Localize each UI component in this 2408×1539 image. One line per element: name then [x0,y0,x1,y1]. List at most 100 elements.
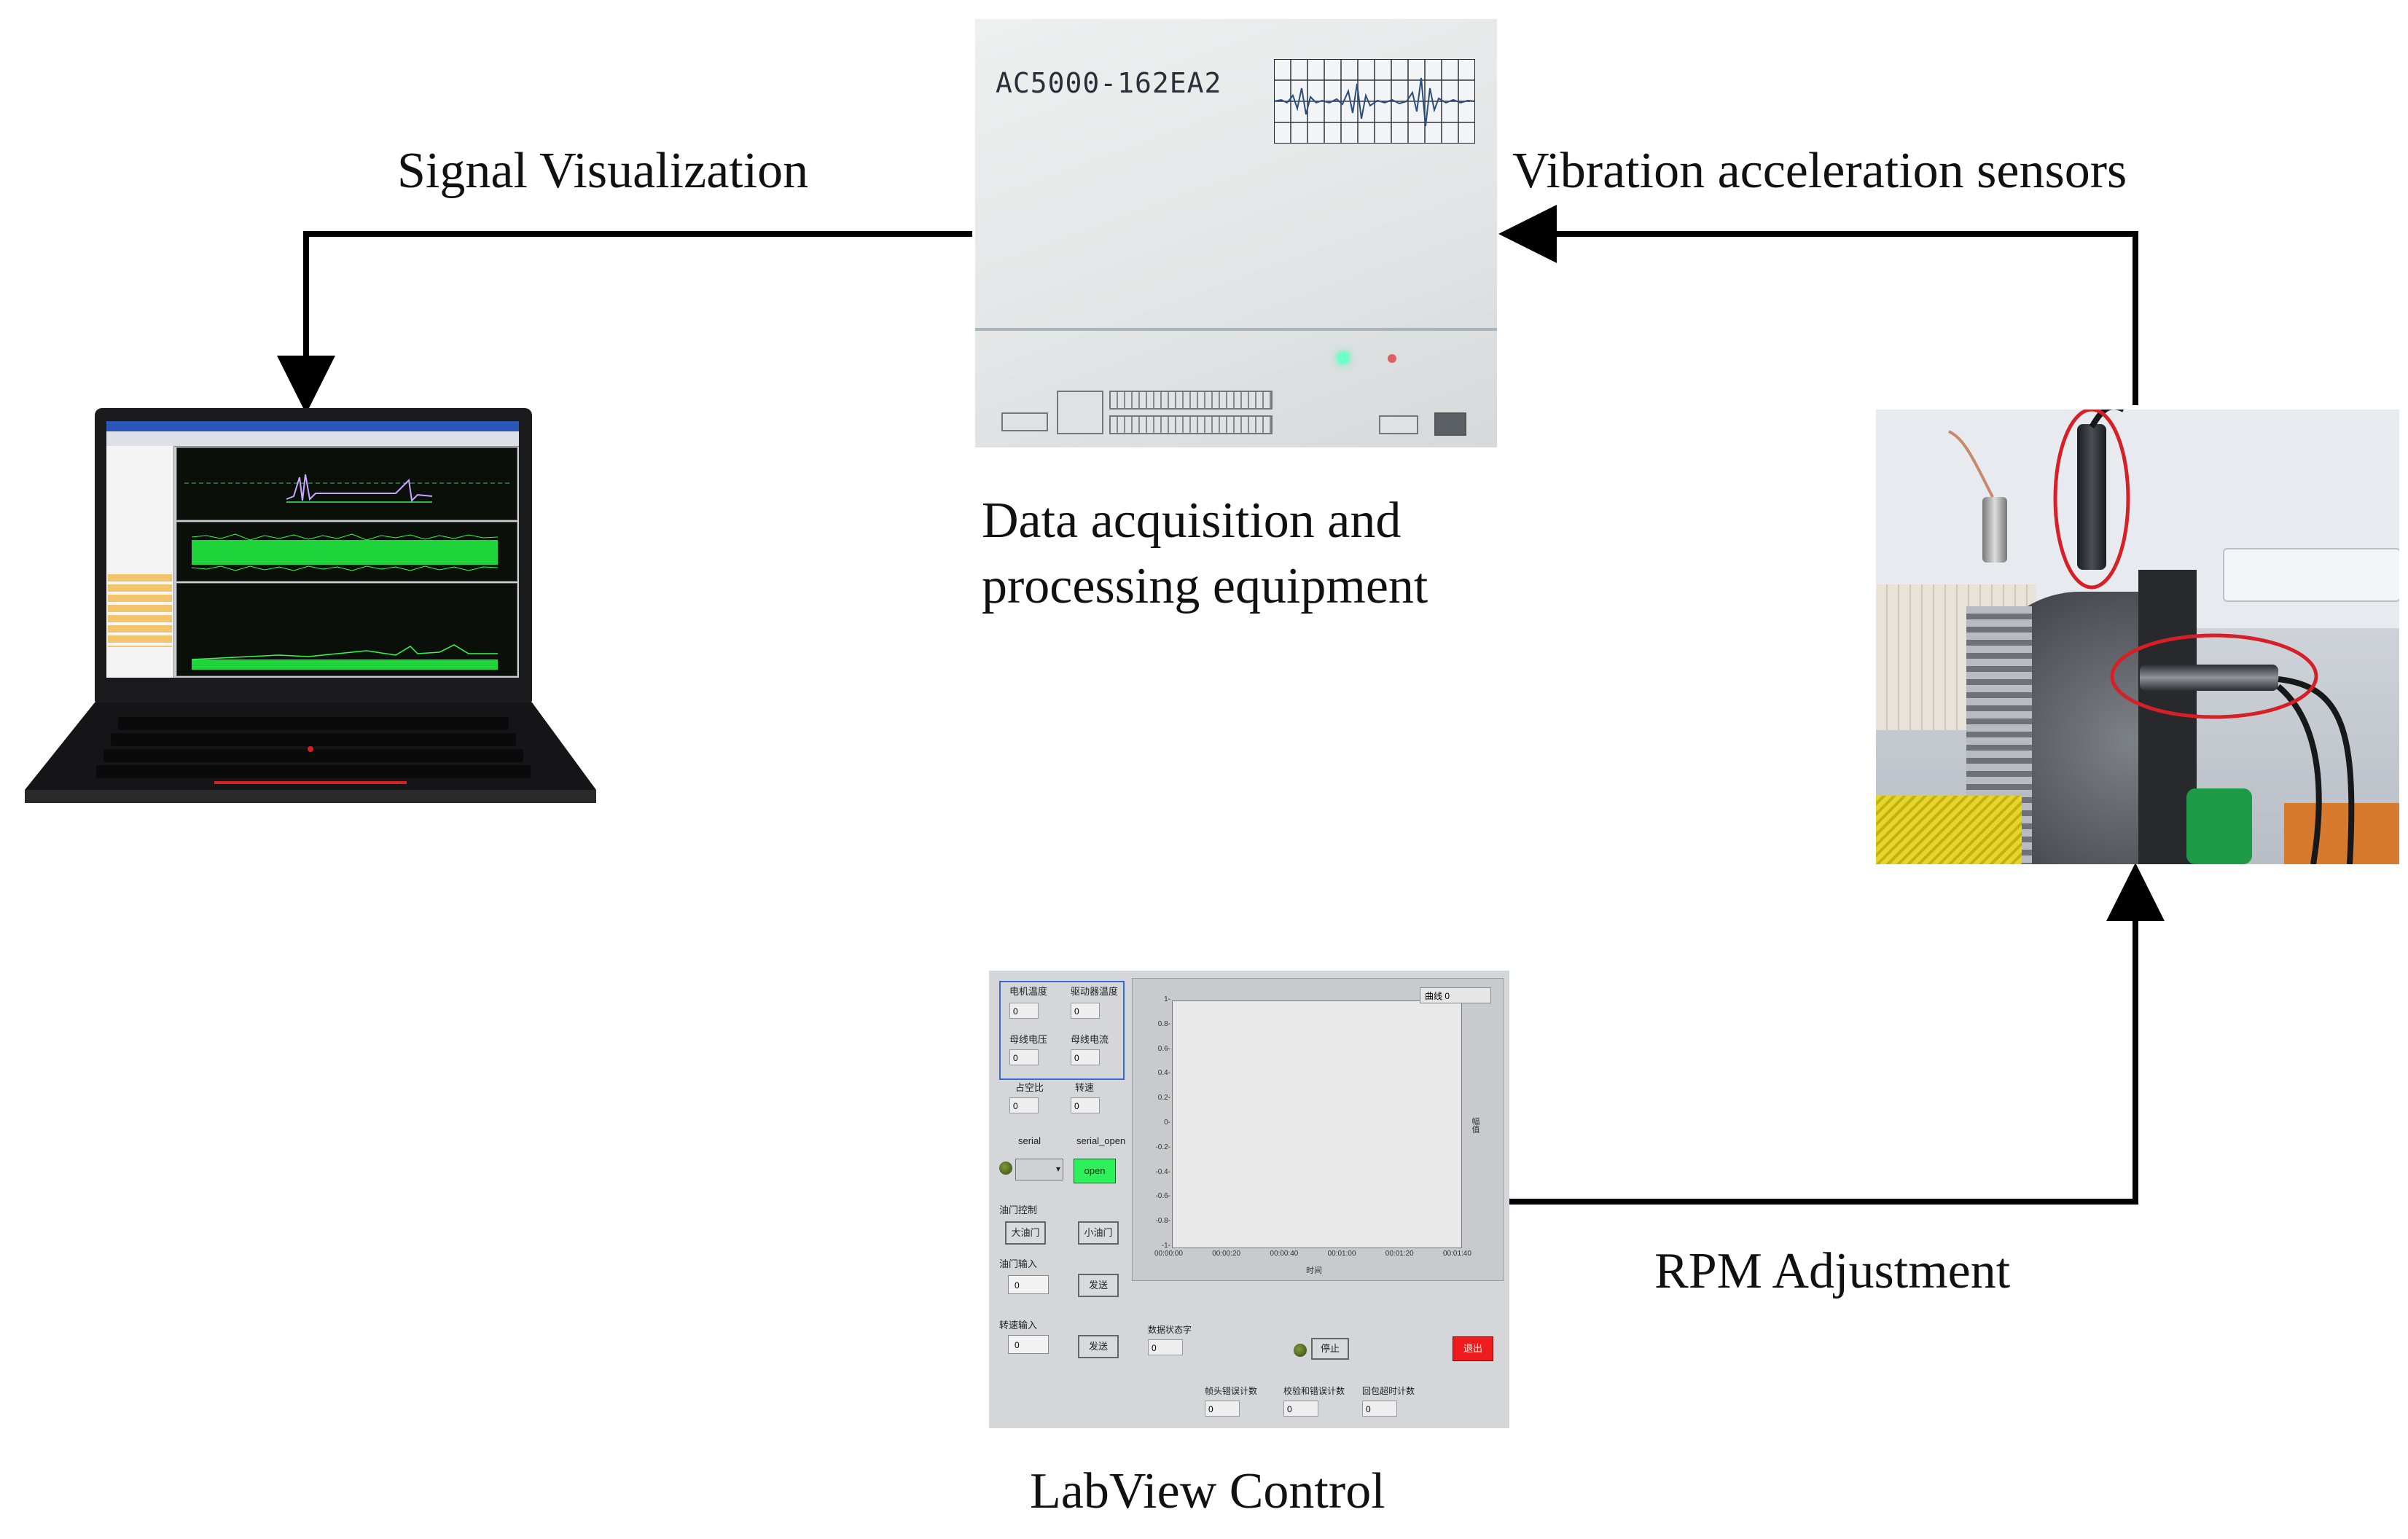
lv-field-value[interactable]: 0 [1071,1003,1100,1019]
lv-counter-label: 回包超时计数 [1362,1386,1415,1396]
lv-gate-input-label: 油门输入 [999,1258,1038,1269]
screen-plot-2 [176,522,517,581]
lv-field-label: 占空比 [1015,1082,1044,1093]
daq-connector-strip2 [1109,415,1273,434]
lv-small-gate-button[interactable]: 小油门 [1078,1221,1119,1245]
lv-y-tick-label: -0.8- [1155,1217,1170,1226]
test-bench-image [1876,410,2399,864]
lv-y-tick-label: -1- [1161,1242,1170,1250]
lv-stop-button[interactable]: 停止 [1311,1338,1349,1360]
lv-x-tick-label: 00:00:40 [1270,1250,1299,1258]
bench-yellow-cable [1876,796,2022,864]
lv-gate-input[interactable]: 0 [1008,1275,1049,1294]
lv-x-tick-label: 00:01:00 [1327,1250,1356,1258]
lv-plot-y-label: 幅值 [1471,1117,1479,1133]
lv-gate-control-label: 油门控制 [999,1205,1038,1215]
chevron-down-icon: ▾ [1055,1164,1060,1174]
daq-panel-divider [975,328,1497,331]
lv-x-tick-label: 00:01:20 [1385,1250,1414,1258]
daq-connector-left [1001,412,1048,431]
lv-field-label: 电机温度 [1009,986,1048,997]
lv-counter-value: 0 [1362,1401,1397,1417]
bench-orange-block [2284,803,2399,864]
label-daq-line1: Data acquisition and [982,493,1402,549]
bench-power-strip [2223,548,2399,602]
lv-field-label: 驱动器温度 [1071,986,1119,997]
lv-waveform-chart: 曲线 0 幅值 时间 1-0.8-0.6-0.4-0.2-0--0.2--0.4… [1132,978,1504,1281]
arrow-sensor-to-daq [1498,205,2138,405]
bench-green-clamp [2186,788,2252,864]
lv-field-value[interactable]: 0 [1071,1049,1100,1065]
lv-x-tick-label: 00:00:00 [1154,1250,1183,1258]
lv-send-button-2[interactable]: 发送 [1078,1335,1119,1358]
lv-counter-value: 0 [1205,1401,1240,1417]
label-daq-line2: processing equipment [982,558,1428,614]
label-labview-control: LabView Control [1030,1463,1385,1519]
daq-waveform-graphic [1274,59,1475,144]
screen-titlebar [106,421,519,431]
lv-run-led-icon [1294,1344,1307,1357]
lv-send-button[interactable]: 发送 [1078,1274,1119,1297]
lv-x-tick-label: 00:01:40 [1443,1250,1471,1258]
lv-field-value[interactable]: 0 [1009,1003,1039,1019]
screen-sidebar-tree [108,574,172,647]
arrow-daq-to-laptop [277,231,972,414]
lv-speed-input[interactable]: 0 [1008,1335,1049,1354]
lv-plot-x-label: 时间 [1306,1266,1322,1275]
lv-open-button[interactable]: open [1074,1159,1116,1183]
lv-y-tick-label: 0.6- [1157,1044,1170,1053]
daq-status-led [1388,354,1396,363]
laptop-screen [106,421,519,678]
label-signal-visualization: Signal Visualization [397,143,809,199]
laptop-image [25,408,596,860]
lv-plot-legend: 曲线 0 [1420,987,1491,1003]
lv-y-tick-label: -0.2- [1155,1143,1170,1151]
laptop-base [25,702,596,803]
highlight-ellipse-vertical [2053,410,2130,590]
labview-panel: 电机温度 0 驱动器温度 0 母线电压 0 母线电流 0 占空比 0 转速 0 … [989,971,1509,1428]
daq-model-label: AC5000-162EA2 [996,67,1222,99]
sensor-small-probe [1982,497,2007,563]
lv-serial-open-label: serial_open [1076,1135,1126,1146]
screen-toolbar [106,431,519,447]
lv-counter-value: 0 [1283,1401,1318,1417]
daq-device-image: AC5000-162EA2 [975,19,1497,447]
lv-x-tick-label: 00:00:20 [1212,1250,1241,1258]
sensor-cables [1948,410,2355,864]
daq-connector-strip1 [1109,391,1273,410]
label-vibration-sensors: Vibration acceleration sensors [1512,143,2127,199]
lv-speed-input-label: 转速输入 [999,1320,1038,1331]
lv-y-tick-label: 0.2- [1157,1094,1170,1103]
lv-field-value[interactable]: 0 [1009,1097,1039,1113]
lv-field-value[interactable]: 0 [1009,1049,1039,1065]
lv-field-label: 转速 [1075,1082,1095,1093]
lv-field-label: 母线电压 [1009,1034,1048,1045]
sensor-horizontal [2140,665,2278,691]
lv-plot-area [1172,1000,1462,1248]
lv-plot-legend-text: 曲线 0 [1425,991,1450,1001]
lv-fields-group [999,981,1125,1080]
screen-plot-1 [176,447,517,520]
label-rpm-adjustment: RPM Adjustment [1654,1243,2011,1299]
lv-serial-select[interactable]: ▾ [1015,1159,1063,1180]
lv-exit-button[interactable]: 退出 [1453,1336,1493,1361]
lv-field-value[interactable]: 0 [1071,1097,1100,1113]
sensor-highlights [2053,410,2318,719]
daq-power-led [1337,351,1350,364]
lv-serial-label: serial [1018,1135,1041,1146]
lv-serial-led-icon [999,1162,1012,1175]
lv-y-tick-label: 0.8- [1157,1019,1170,1028]
daq-ethernet-port [1434,412,1466,436]
daq-connector-right [1379,415,1418,434]
lv-y-tick-label: 1- [1164,995,1170,1003]
lv-y-tick-label: 0- [1164,1119,1170,1127]
lv-counter-label: 校验和错误计数 [1283,1386,1345,1396]
sensor-vertical [2077,424,2106,570]
lv-counter-label: 帧头错误计数 [1205,1386,1258,1396]
lv-field-label: 母线电流 [1071,1034,1109,1045]
arrow-labview-to-bench [1509,863,2165,1205]
lv-big-gate-button[interactable]: 大油门 [1005,1221,1046,1245]
screen-plot-3 [176,583,517,676]
highlight-ellipse-horizontal [2110,633,2318,719]
